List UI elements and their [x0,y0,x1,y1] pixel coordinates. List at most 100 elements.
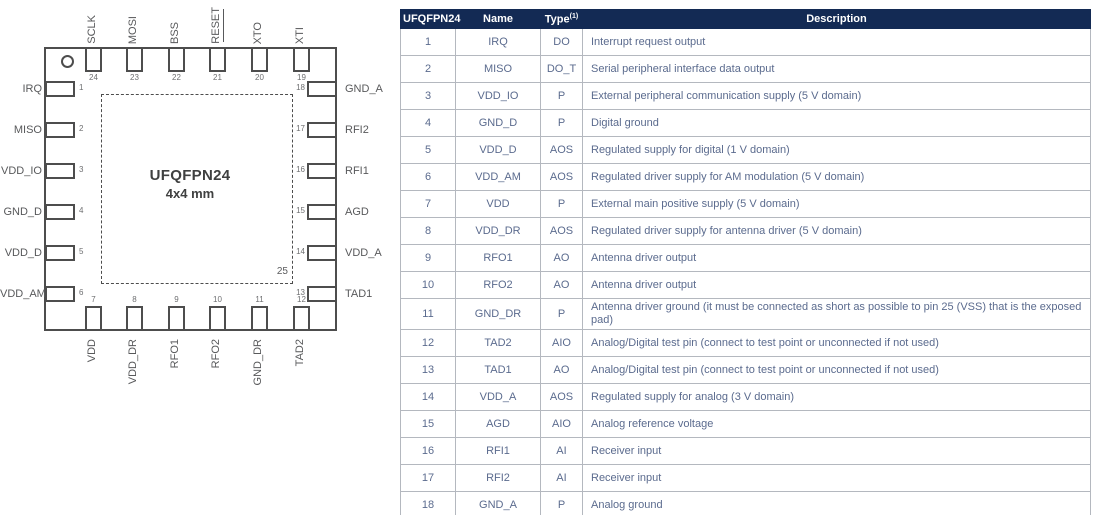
pin-label-gnd-d: GND_D [3,206,42,218]
description-cell: External peripheral communication supply… [582,82,1091,110]
header-type-footnote: (1) [569,12,579,20]
pin-number-cell: 3 [400,82,456,110]
pin-label-mosi: MOSI [126,2,143,44]
pin-type-cell: DO [540,28,583,56]
pin-9 [168,306,185,331]
pin-name-cell: AGD [455,410,541,438]
pin-number: 16 [296,165,305,174]
pin-label-text: XTI [294,26,306,44]
pin-number: 18 [296,83,305,92]
table-row: 6 VDD_AM AOS Regulated driver supply for… [400,163,1091,191]
table-row: 13 TAD1 AO Analog/Digital test pin (conn… [400,356,1091,384]
pin-label-text: GND_DR [252,339,264,386]
pin-13 [307,286,337,302]
pin-label-vdd-d: VDD_D [4,247,42,259]
pin-number: 12 [297,295,306,304]
exposed-pad-number: 25 [276,266,288,277]
table-row: 2 MISO DO_T Serial peripheral interface … [400,55,1091,83]
pin-name-cell: GND_D [455,109,541,137]
pin-type-cell: AO [540,356,583,384]
pin-number: 2 [79,124,84,133]
pin-type-cell: P [540,298,583,330]
pin-number-cell: 6 [400,163,456,191]
pin-type-cell: AIO [540,410,583,438]
pin-type-cell: AOS [540,163,583,191]
description-cell: Regulated supply for analog (3 V domain) [582,383,1091,411]
pin-number-cell: 14 [400,383,456,411]
pin-number-cell: 13 [400,356,456,384]
table-row: 1 IRQ DO Interrupt request output [400,28,1091,56]
pin-20 [251,47,268,72]
pin-10 [209,306,226,331]
pin-label-rfi2: RFI2 [345,124,369,136]
pin-label-sclk: SCLK [85,2,102,44]
pin-label-vdd-io: VDD_IO [1,165,42,177]
pin-label-bss: BSS [168,2,185,44]
pin-label-text: BSS [169,21,181,44]
pin-5 [45,245,75,261]
pin-number-cell: 4 [400,109,456,137]
pin-number: 15 [296,206,305,215]
description-cell: Receiver input [582,437,1091,465]
description-cell: Regulated supply for digital (1 V domain… [582,136,1091,164]
pin-name-cell: TAD2 [455,329,541,357]
pin-4 [45,204,75,220]
pin-1 [45,81,75,97]
pin-name-cell: IRQ [455,28,541,56]
pin-number: 3 [79,165,84,174]
header-name: Name [455,9,541,29]
table-row: 8 VDD_DR AOS Regulated driver supply for… [400,217,1091,245]
pin-name-cell: TAD1 [455,356,541,384]
pin-type-cell: DO_T [540,55,583,83]
header-type: Type(1) [540,9,583,29]
pin-label-vdd-a: VDD_A [345,247,382,259]
pin-label-text: SCLK [86,15,98,44]
pin1-indicator-circle [61,55,74,68]
pin-type-cell: AO [540,271,583,299]
header-ufqfpn24: UFQFPN24 [400,9,460,29]
description-cell: Antenna driver output [582,244,1091,272]
pin-24 [85,47,102,72]
pin-23 [126,47,143,72]
pin-name-cell: RFO2 [455,271,541,299]
description-cell: Interrupt request output [582,28,1091,56]
pin-number: 1 [79,83,84,92]
table-row: 16 RFI1 AI Receiver input [400,437,1091,465]
pin-type-cell: AOS [540,136,583,164]
exposed-pad-outline [101,94,293,284]
pin-number: 13 [296,288,305,297]
pin-type-cell: AO [540,244,583,272]
pin-label-text: RFO2 [210,339,222,369]
pin-number-cell: 18 [400,491,456,515]
pin-11 [251,306,268,331]
pin-number: 9 [174,295,179,304]
pin-name-cell: VDD_AM [455,163,541,191]
pin-2 [45,122,75,138]
pin-number: 4 [79,206,84,215]
pin-label-vdd-am: VDD_AM [0,288,46,300]
description-cell: Analog ground [582,491,1091,515]
pin-label-rfo1: RFO1 [168,339,185,411]
package-size: 4x4 mm [165,186,215,201]
pin-6 [45,286,75,302]
pin-number-cell: 12 [400,329,456,357]
pin-name-cell: GND_DR [455,298,541,330]
pin-label-vdd: VDD [85,339,102,411]
pin-number: 19 [297,73,306,82]
pin-12 [293,306,310,331]
description-cell: Antenna driver ground (it must be connec… [582,298,1091,330]
pin-label-agd: AGD [345,206,369,218]
pin-label-rfi1: RFI1 [345,165,369,177]
table-row: 7 VDD P External main positive supply (5… [400,190,1091,218]
table-row: 18 GND_A P Analog ground [400,491,1091,515]
pin-type-cell: AIO [540,329,583,357]
pin-15 [307,204,337,220]
pin-type-cell: AI [540,464,583,492]
pin-label-reset: RESET [209,2,226,44]
pin-label-xti: XTI [293,2,310,44]
table-row: 15 AGD AIO Analog reference voltage [400,410,1091,438]
description-cell: Regulated driver supply for AM modulatio… [582,163,1091,191]
pin-type-cell: AI [540,437,583,465]
pin-number-cell: 1 [400,28,456,56]
table-row: 10 RFO2 AO Antenna driver output [400,271,1091,299]
